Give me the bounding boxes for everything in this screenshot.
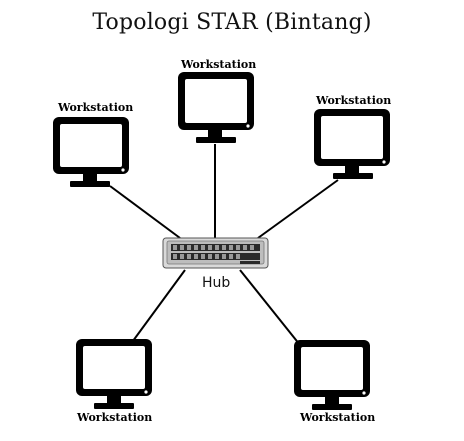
workstation-label-top-left: Workstation (58, 101, 134, 114)
workstation-label-bottom-left: Workstation (77, 411, 153, 424)
monitor-icon (76, 339, 152, 409)
hub-label: Hub (202, 275, 231, 291)
workstation-label-bottom-right: Workstation (300, 411, 376, 424)
monitor-icon (53, 117, 129, 187)
monitor-icon (178, 72, 254, 143)
network-hub-icon (162, 237, 269, 269)
workstation-top-center (178, 72, 254, 143)
link-hub-workstation-bottom-right (239, 269, 301, 346)
link-hub-workstation-top-right (257, 179, 339, 239)
workstation-label-top-center: Workstation (181, 58, 257, 71)
workstation-top-right (314, 109, 390, 179)
workstation-bottom-right (294, 340, 370, 410)
workstation-label-top-right: Workstation (316, 94, 392, 107)
diagram-title: Topologi STAR (Bintang) (92, 10, 372, 35)
workstation-bottom-left (76, 339, 152, 409)
monitor-icon (294, 340, 370, 410)
link-hub-workstation-bottom-left (129, 269, 186, 346)
connection-lines (109, 144, 339, 346)
link-hub-workstation-top-left (109, 185, 181, 239)
workstation-top-left (53, 117, 129, 187)
monitor-icon (314, 109, 390, 179)
